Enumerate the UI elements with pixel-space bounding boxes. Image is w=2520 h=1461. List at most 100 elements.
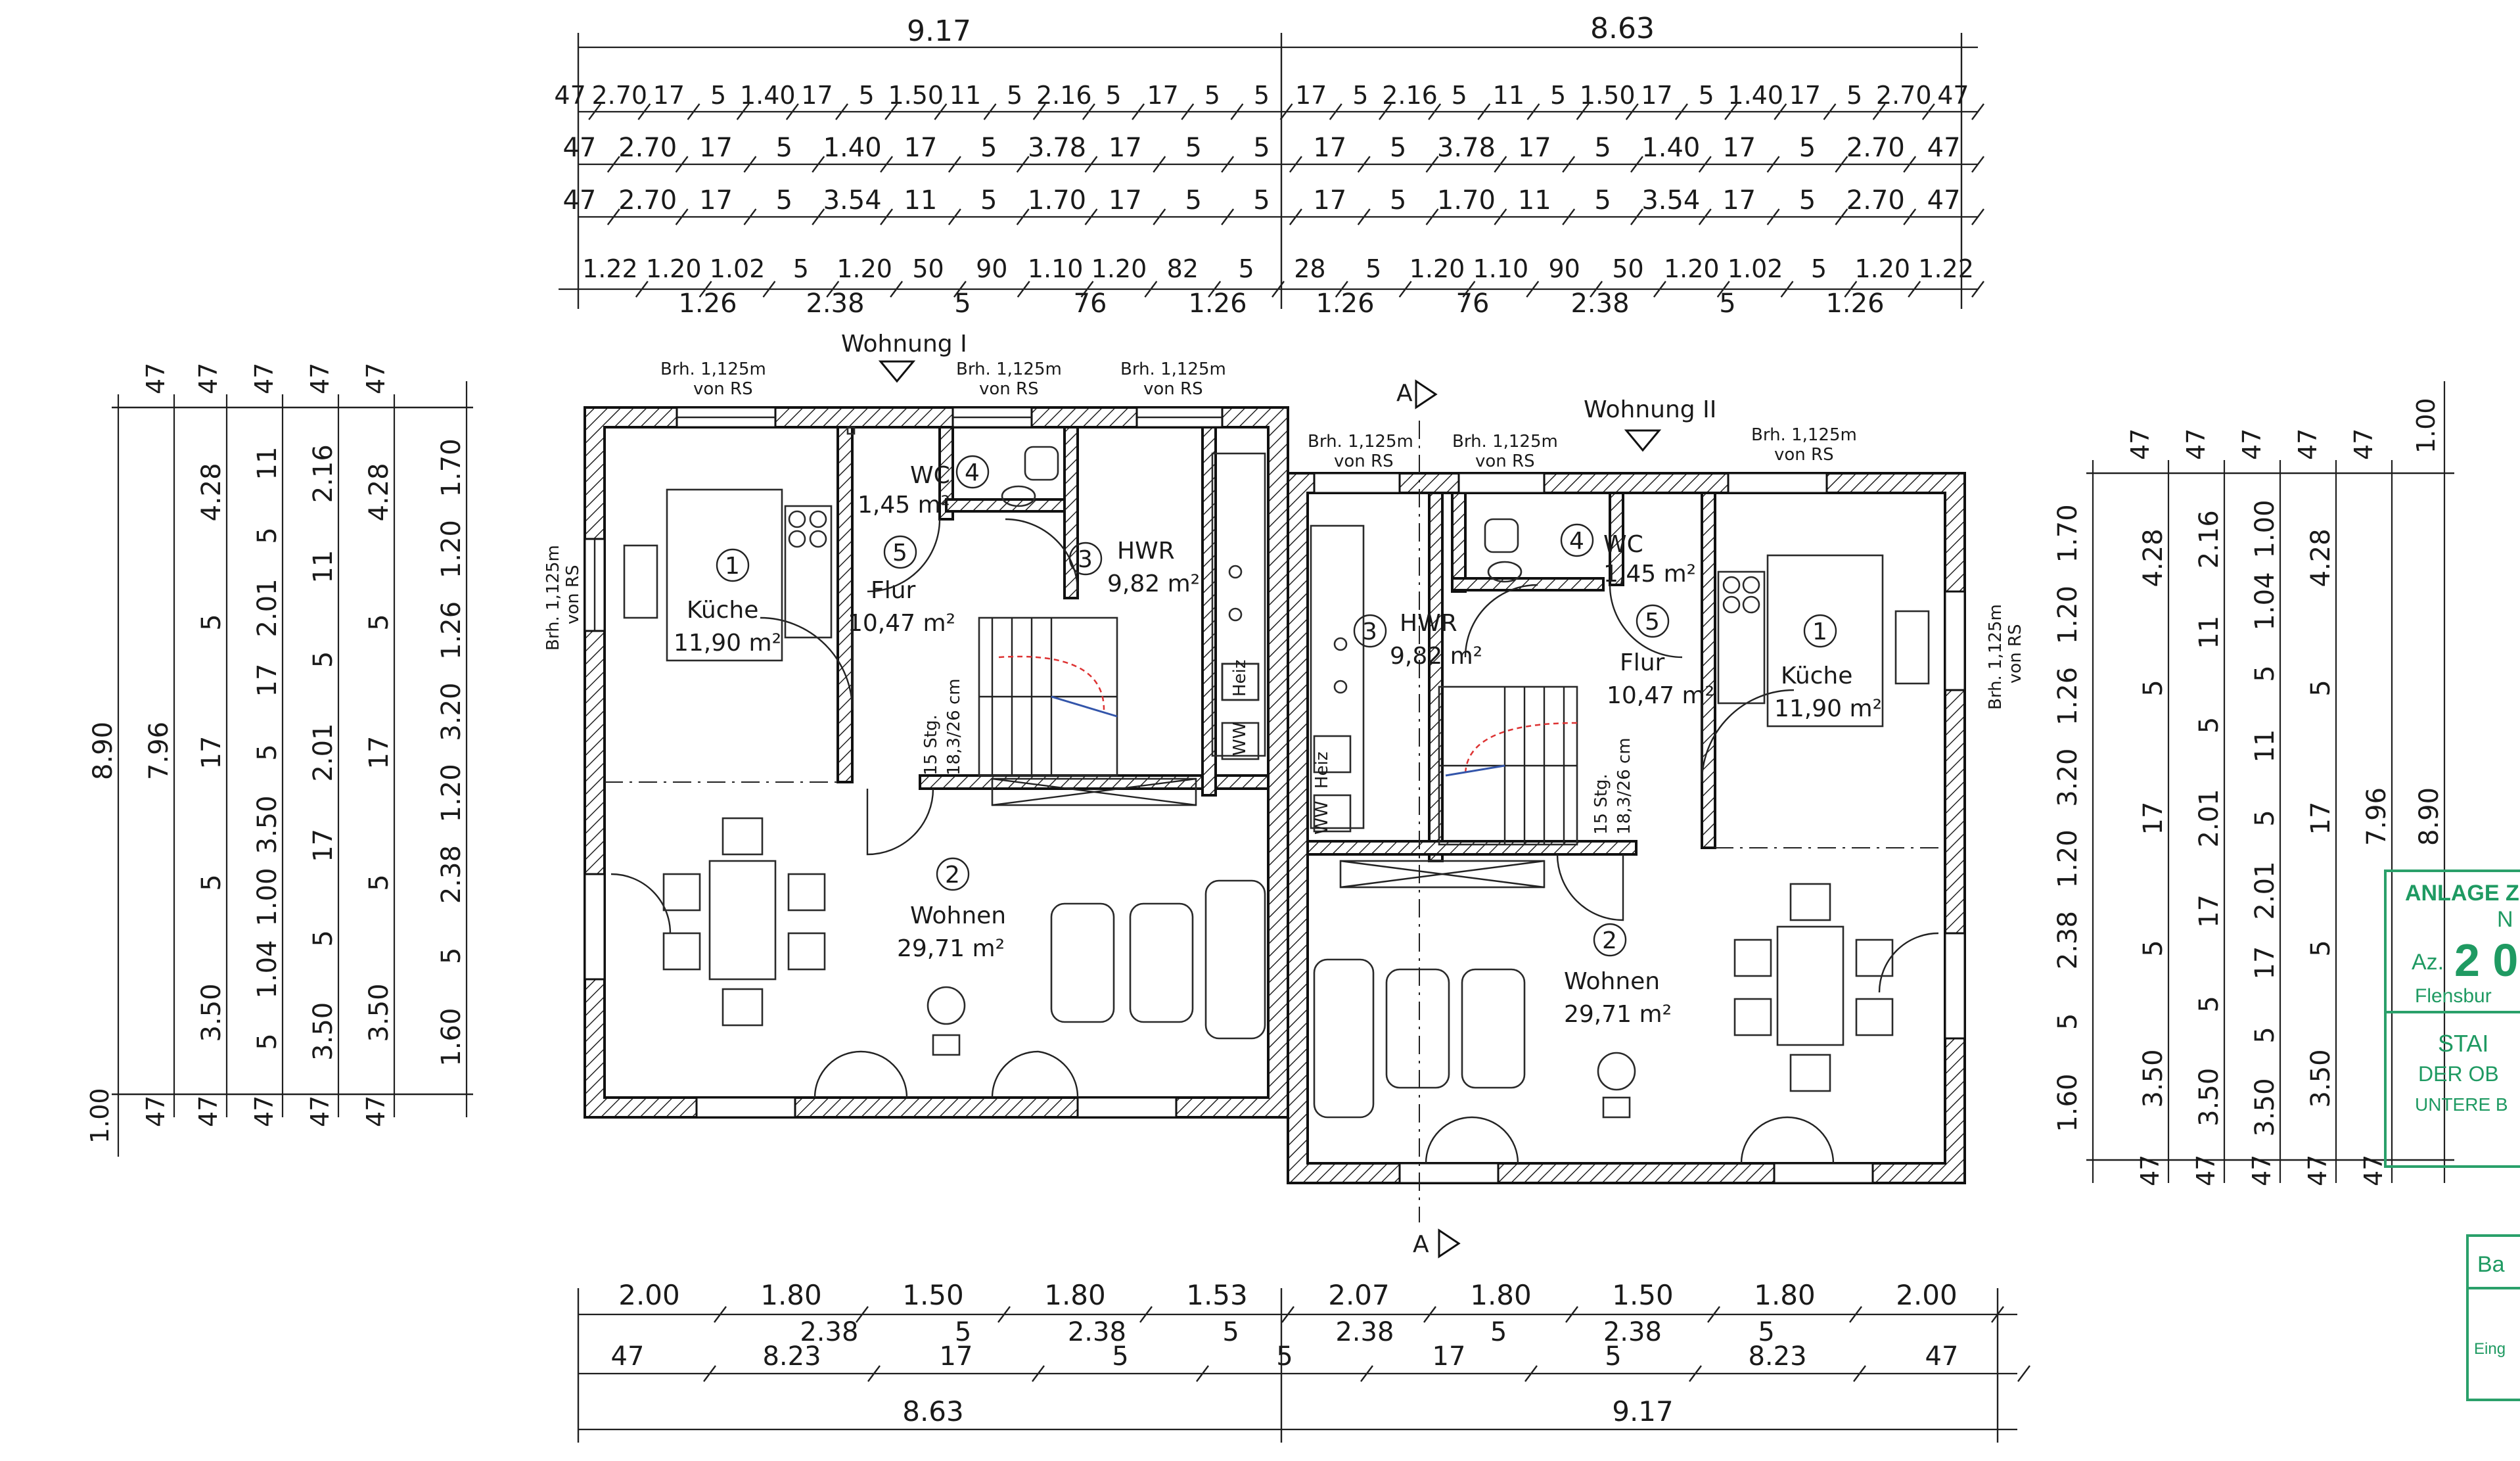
dim-tick (607, 156, 620, 173)
dim-label: 1.26 (1825, 289, 1884, 319)
dim-label: 50 (1612, 254, 1643, 283)
unit-1-stair (978, 616, 1197, 806)
dim-label: 47 (554, 81, 585, 110)
dim-label: 5 (2138, 680, 2168, 696)
dim-label: 1.02 (710, 254, 766, 283)
dim-label: 1.80 (1754, 1279, 1816, 1311)
dim-label: 47 (562, 133, 596, 163)
dim-label: 5 (1490, 1317, 1507, 1347)
dim-tick (1357, 208, 1371, 225)
dim-tick (997, 1306, 1011, 1323)
dim-label: 5 (980, 133, 997, 163)
dim-label: 47 (2247, 1155, 2276, 1186)
dim-label: 5 (2306, 940, 2336, 956)
dim-label: 5 (2194, 717, 2224, 733)
stamp-line1: ANLAGE Z (2405, 881, 2519, 906)
dim-tick (1526, 281, 1540, 298)
dim-tick (1630, 208, 1643, 225)
dim-label: 5 (1758, 1317, 1774, 1347)
dim-label: 3.78 (1028, 133, 1086, 163)
dim-tick (1084, 156, 1098, 173)
unit-1-furniture (623, 426, 1266, 1056)
dim-tick (1562, 156, 1576, 173)
room-area-kueche-1: 11,90 m² (674, 630, 781, 657)
dim-label: 5 (196, 614, 227, 630)
dim-tick (1562, 208, 1576, 225)
dim-label: 4.28 (2138, 528, 2168, 587)
dim-label: 1.50 (902, 1279, 964, 1311)
dim-label: 17 (1313, 133, 1346, 163)
dim-tick (2017, 1365, 2030, 1382)
unit-2-stair (1339, 685, 1578, 889)
dim-label: 5 (1719, 289, 1735, 319)
dim-tick (1903, 156, 1917, 173)
dim-label: 1.40 (823, 133, 882, 163)
dim-label: 17 (1518, 133, 1551, 163)
window-note-side2-b: von RS (2005, 624, 2025, 684)
dim-label: 1.60 (436, 1008, 467, 1067)
section-arrow-bottom-icon (1438, 1228, 1461, 1259)
dim-label: 11 (904, 185, 937, 216)
dim-tick (1357, 156, 1371, 173)
dim-tick (785, 103, 799, 120)
dim-label: 1.80 (760, 1279, 822, 1311)
dim-label: 17 (1313, 185, 1346, 216)
heiz-label-2: Heiz (1312, 752, 1332, 789)
dim-label: 47 (194, 1096, 223, 1127)
unit-2-furniture (1310, 518, 1930, 1119)
dim-label: 17 (1109, 133, 1142, 163)
dim-label: 1.20 (1091, 254, 1147, 283)
stair-rise-1: 18,3/26 cm (944, 678, 964, 776)
dim-label: 5 (955, 1317, 971, 1347)
dim-label: 1.00 (2412, 398, 2440, 453)
dim-label: 5 (1365, 254, 1381, 283)
dim-label: 2.70 (618, 185, 677, 216)
dim-label: 8.23 (762, 1341, 821, 1372)
dim-label: 2.38 (2053, 911, 2083, 969)
stamp-line2: N (2497, 907, 2513, 932)
dim-tick (1707, 1306, 1720, 1323)
dim-label: 47 (306, 1096, 334, 1127)
dim-label: 47 (2136, 1155, 2165, 1186)
dim-label: 47 (2237, 429, 2266, 460)
dim-label: 5 (1105, 81, 1121, 110)
dim-label: 5 (2138, 940, 2168, 956)
dim-label: 17 (1147, 81, 1178, 110)
approval-stamp: ANLAGE Z N Az. 2 0 Flensbur STAI DER OB … (2384, 870, 2520, 1401)
dim-label: 1.80 (1044, 1279, 1106, 1311)
unit-2-label: Wohnung II (1584, 396, 1716, 423)
dim-label: 5 (2053, 1013, 2083, 1030)
dim-label: 9.17 (1612, 1395, 1674, 1427)
dim-tick (983, 103, 997, 120)
dim-tick (1653, 281, 1666, 298)
dim-label: 47 (1925, 1341, 1959, 1372)
dim-tick (1477, 103, 1491, 120)
dim-label: 2.70 (591, 81, 647, 110)
room-name-wohnen-2: Wohnen (1564, 968, 1660, 995)
dim-left-labels: 4747474747474747474747474747471.008.907.… (85, 363, 467, 1144)
dim-label: 82 (1167, 254, 1199, 283)
dim-tick (1766, 156, 1780, 173)
dim-top-overall-right: 8.63 (1590, 12, 1655, 45)
dim-tick (1853, 1365, 1866, 1382)
room-num-hwr-1: 3 (1078, 546, 1093, 573)
dim-label: 17 (364, 736, 394, 770)
dim-tick (1080, 281, 1094, 298)
dim-label: 7.96 (2362, 787, 2392, 846)
unit-2-windows (1313, 472, 1966, 1184)
dim-tick (1423, 1306, 1436, 1323)
dim-tick (1032, 103, 1046, 120)
dim-top-overall-left: 9.17 (907, 14, 971, 48)
room-num-kueche-1: 1 (725, 553, 740, 580)
dim-label: 47 (1927, 133, 1961, 163)
dim-label: 5 (776, 185, 792, 216)
dim-tick (1835, 156, 1848, 173)
dim-label: 47 (2126, 429, 2155, 460)
window-note-k2-b: von RS (1774, 445, 1834, 465)
dim-label: 5 (1253, 133, 1270, 163)
dim-label: 2.07 (1328, 1279, 1390, 1311)
dim-label: 4.28 (364, 463, 394, 521)
room-num-wohnen-1: 2 (945, 862, 960, 889)
